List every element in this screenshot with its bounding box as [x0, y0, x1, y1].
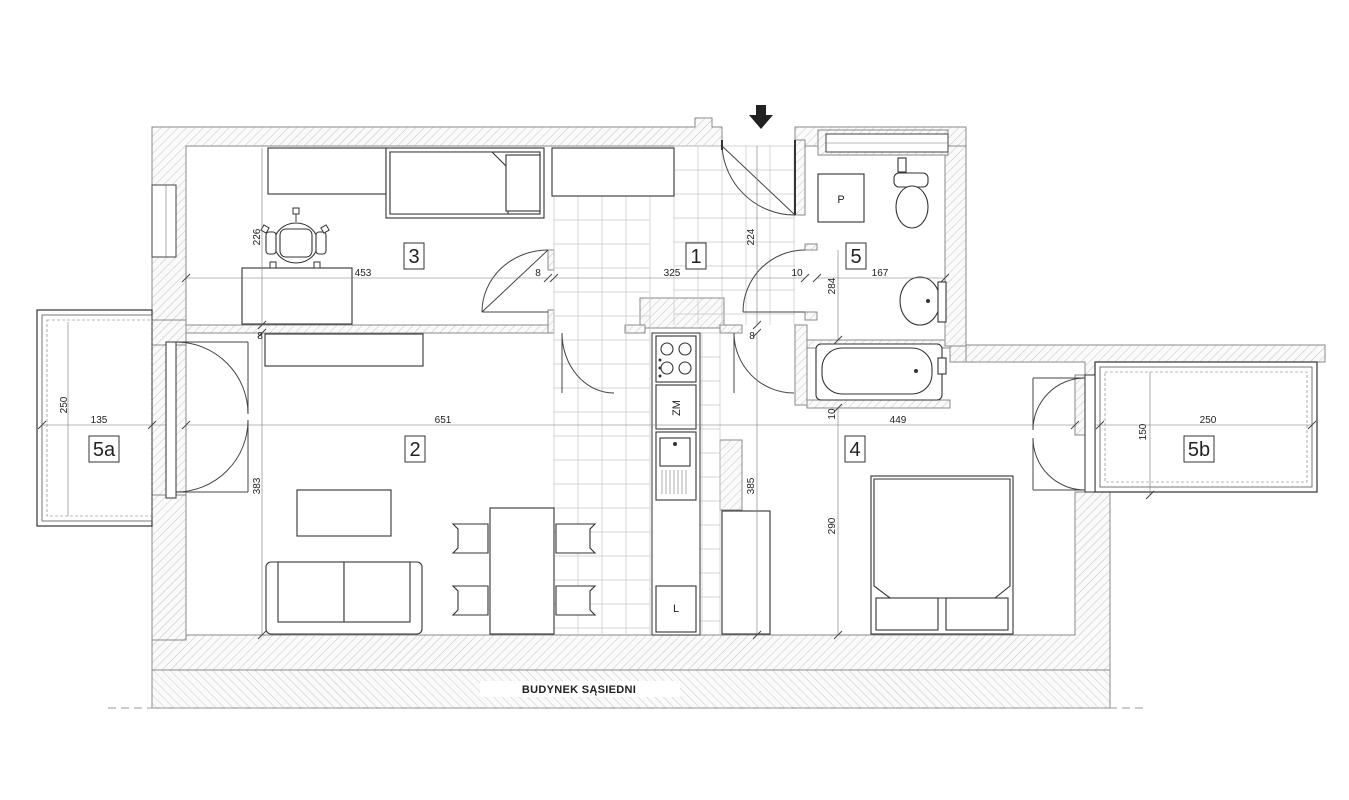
dim-224: 224	[746, 228, 757, 245]
dim-651: 651	[435, 415, 452, 426]
svg-text:3: 3	[408, 246, 419, 268]
svg-text:2: 2	[409, 439, 420, 461]
dishwasher-label: L	[673, 603, 679, 615]
dim-250-5b: 250	[1200, 415, 1217, 426]
room-label-4: 4	[844, 435, 866, 463]
dim-325: 325	[664, 268, 681, 279]
dimension-lines	[186, 146, 1075, 635]
dimension-ticks	[37, 273, 1317, 640]
room-label-5b: 5b	[1183, 435, 1215, 463]
dim-284: 284	[827, 277, 838, 294]
dimension-labels: 453 226 8 325 224 10 167 284 8 8 250 135…	[59, 228, 1217, 534]
dim-383: 383	[252, 477, 263, 494]
svg-text:5a: 5a	[93, 439, 116, 461]
dim-150: 150	[1138, 423, 1149, 440]
room-3-furniture	[241, 147, 545, 325]
entrance-arrow-icon	[749, 105, 773, 129]
dim-8-door3: 8	[535, 268, 541, 279]
hall-tile-grid	[553, 145, 795, 635]
room-label-5: 5	[845, 242, 867, 270]
dim-453: 453	[355, 268, 372, 279]
dim-226: 226	[252, 228, 263, 245]
neighbor-building: BUDYNEK SĄSIEDNI	[108, 669, 1145, 709]
svg-text:4: 4	[849, 439, 860, 461]
room-label-3: 3	[403, 242, 425, 270]
room-label-2: 2	[404, 435, 426, 463]
svg-text:1: 1	[690, 246, 701, 268]
dim-167: 167	[872, 268, 889, 279]
dim-8-hall: 8	[749, 331, 755, 342]
bedroom-furniture	[870, 475, 1014, 635]
interior-walls	[185, 129, 967, 511]
room-2-furniture	[264, 333, 771, 635]
room-label-5a: 5a	[88, 435, 120, 463]
kitchen: ZM L	[651, 332, 701, 636]
room-labels: 1 2 3 4 5 5a 5b	[88, 242, 1215, 463]
fridge-label: ZM	[671, 400, 683, 416]
doors	[175, 140, 1086, 493]
neighbor-building-label: BUDYNEK SĄSIEDNI	[522, 684, 636, 696]
dim-8-wall: 8	[257, 331, 263, 342]
dim-290: 290	[827, 517, 838, 534]
sink-drainboard	[661, 470, 687, 494]
dim-10-bed: 10	[827, 408, 838, 420]
balcony-5b	[1084, 361, 1318, 495]
bathroom-fixtures: P	[815, 157, 947, 401]
room-label-1: 1	[685, 242, 707, 270]
windows	[151, 133, 949, 258]
dim-10-bath: 10	[791, 268, 803, 279]
svg-text:5b: 5b	[1188, 439, 1210, 461]
dim-385: 385	[746, 477, 757, 494]
dim-135: 135	[91, 415, 108, 426]
svg-text:5: 5	[850, 246, 861, 268]
dim-449: 449	[890, 415, 907, 426]
boiler-label: P	[837, 194, 844, 206]
balcony-5a	[36, 309, 177, 527]
hall-wardrobe	[551, 147, 675, 197]
dim-250-5a: 250	[59, 396, 70, 413]
